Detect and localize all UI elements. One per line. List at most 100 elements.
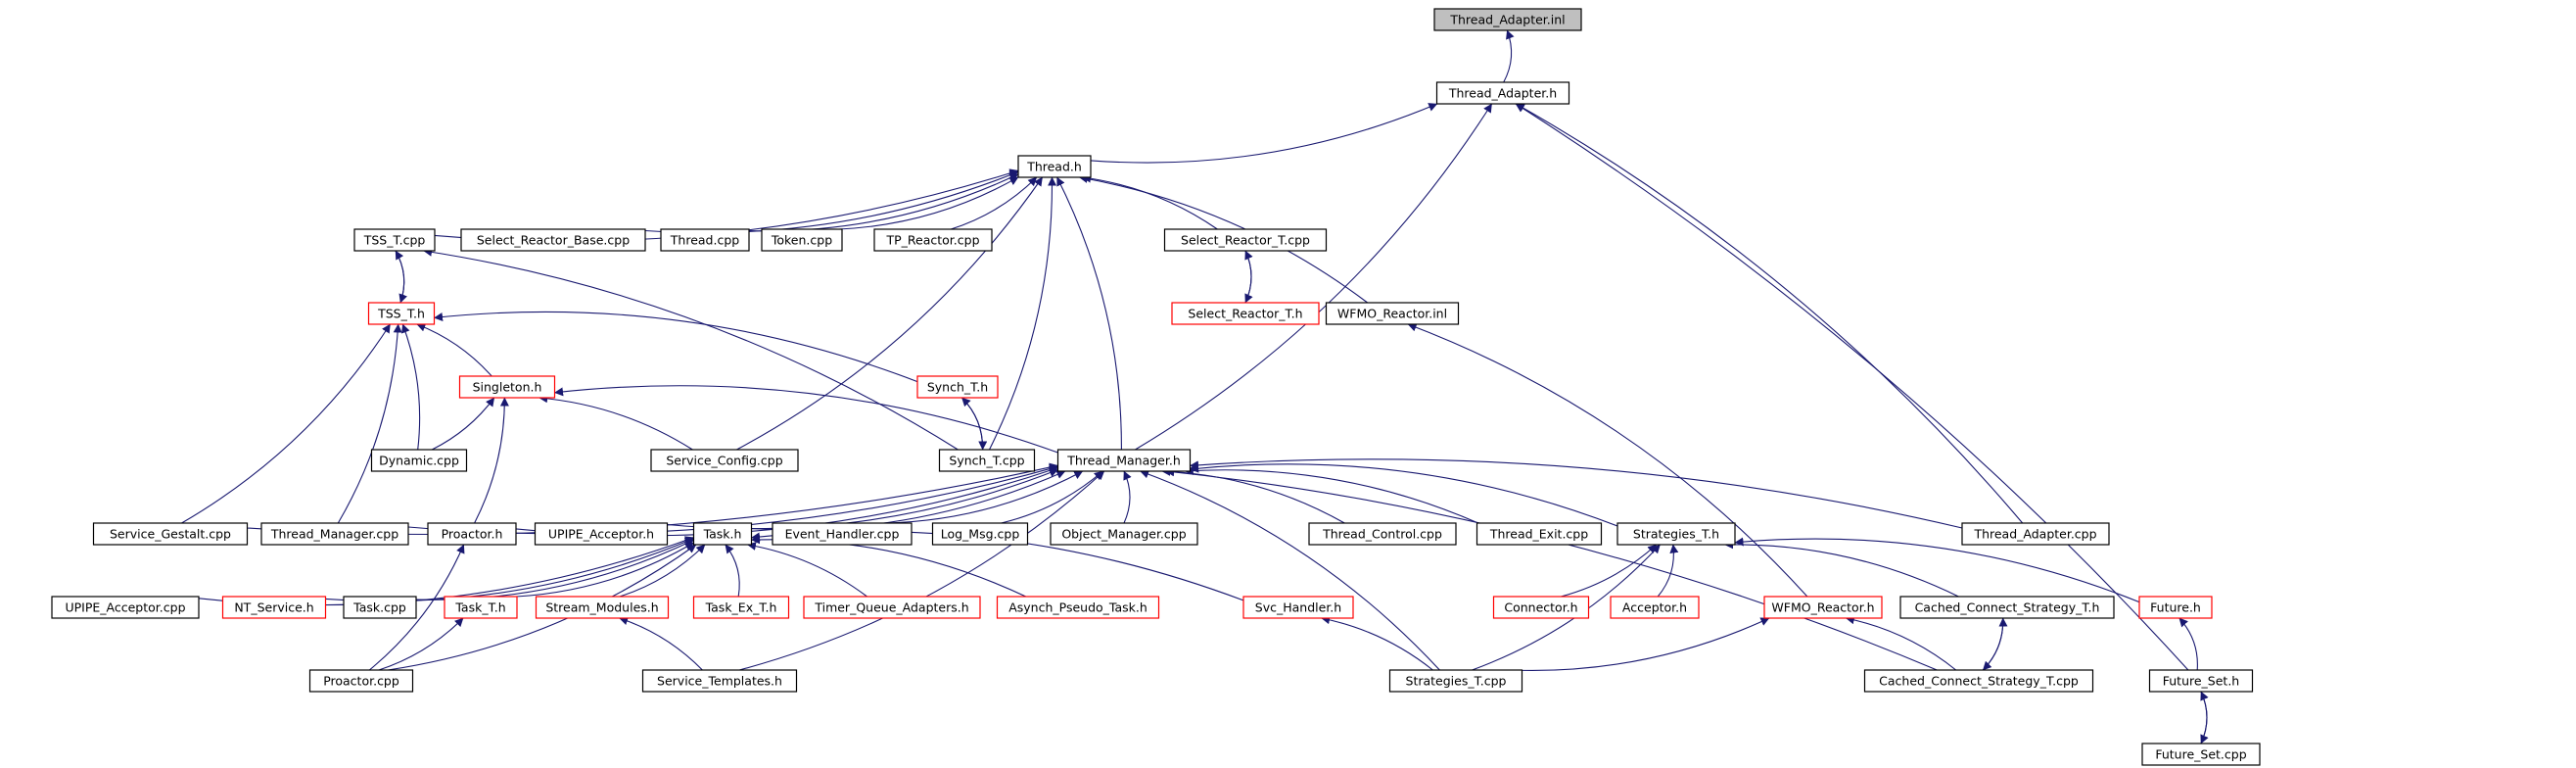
node-select-reactor-base-cpp[interactable]: Select_Reactor_Base.cpp	[460, 228, 646, 252]
node-cached-connect-strategy-t-h[interactable]: Cached_Connect_Strategy_T.h	[1899, 596, 2115, 619]
node-box	[1492, 596, 1590, 619]
node-tss-t-cpp[interactable]: TSS_T.cpp	[353, 228, 436, 252]
node-dynamic-cpp[interactable]: Dynamic.cpp	[370, 449, 468, 472]
node-token-cpp[interactable]: Token.cpp	[761, 228, 843, 252]
node-box	[308, 669, 414, 693]
node-nt-service-h[interactable]: NT_Service.h	[221, 596, 327, 619]
node-task-cpp[interactable]: Task.cpp	[343, 596, 417, 619]
node-box	[353, 228, 436, 252]
node-box	[260, 522, 409, 546]
edge-task-cpp-to-task-h	[415, 539, 694, 600]
node-connector-h[interactable]: Connector.h	[1492, 596, 1590, 619]
node-future-set-cpp[interactable]: Future_Set.cpp	[2141, 743, 2261, 766]
node-label: TSS_T.h	[377, 307, 425, 321]
node-strategies-t-h[interactable]: Strategies_T.h	[1616, 522, 1736, 546]
node-future-set-h[interactable]: Future_Set.h	[2148, 669, 2254, 693]
node-proactor-h[interactable]: Proactor.h	[427, 522, 517, 546]
node-select-reactor-t-cpp[interactable]: Select_Reactor_T.cpp	[1163, 228, 1328, 252]
node-select-reactor-t-h[interactable]: Select_Reactor_T.h	[1171, 302, 1320, 325]
node-box	[1433, 8, 1582, 31]
edge-service-config-cpp-to-singleton-h	[539, 394, 693, 451]
dependency-edge	[746, 542, 867, 598]
edge-future-set-h-to-future-set-cpp	[2200, 691, 2209, 744]
edge-service-templates-h-to-thread-manager-h	[739, 470, 1105, 671]
edge-thread-manager-h-to-singleton-h	[554, 385, 1058, 454]
edge-thread-manager-h-to-thread-h	[1056, 176, 1122, 451]
node-object-manager-cpp[interactable]: Object_Manager.cpp	[1050, 522, 1198, 546]
node-timer-queue-adapters-h[interactable]: Timer_Queue_Adapters.h	[803, 596, 981, 619]
dependency-edge	[415, 539, 694, 600]
node-box	[1388, 669, 1523, 693]
node-task-t-h[interactable]: Task_T.h	[444, 596, 518, 619]
dependency-edge	[1734, 537, 2140, 603]
edge-strategies-t-cpp-to-thread-manager-h	[1140, 469, 1440, 671]
edge-singleton-h-to-tss-t-h	[416, 322, 492, 377]
node-box	[458, 375, 556, 399]
nodes-layer: Thread_Adapter.inlThread_Adapter.hThread…	[51, 8, 2261, 766]
node-thread-adapter-inl[interactable]: Thread_Adapter.inl	[1433, 8, 1582, 31]
edge-select-reactor-t-cpp-to-select-reactor-t-h	[1244, 250, 1253, 304]
node-cached-connect-strategy-t-cpp[interactable]: Cached_Connect_Strategy_T.cpp	[1863, 669, 2094, 693]
node-box	[534, 522, 669, 546]
node-service-templates-h[interactable]: Service_Templates.h	[641, 669, 798, 693]
dependency-edge	[198, 536, 694, 606]
node-tss-t-h[interactable]: TSS_T.h	[367, 302, 436, 325]
node-service-gestalt-cpp[interactable]: Service_Gestalt.cpp	[92, 522, 249, 546]
node-task-h[interactable]: Task.h	[692, 522, 753, 546]
node-thread-cpp[interactable]: Thread.cpp	[660, 228, 750, 252]
node-thread-exit-cpp[interactable]: Thread_Exit.cpp	[1475, 522, 1603, 546]
node-label: Task.cpp	[352, 600, 406, 615]
node-strategies-t-cpp[interactable]: Strategies_T.cpp	[1388, 669, 1523, 693]
edge-proactor-h-to-singleton-h	[474, 397, 509, 524]
node-event-handler-cpp[interactable]: Event_Handler.cpp	[772, 522, 913, 546]
node-task-ex-t-h[interactable]: Task_Ex_T.h	[692, 596, 790, 619]
node-synch-t-h[interactable]: Synch_T.h	[916, 375, 999, 399]
node-box	[761, 228, 843, 252]
node-svc-handler-h[interactable]: Svc_Handler.h	[1242, 596, 1354, 619]
node-label: TSS_T.cpp	[363, 233, 426, 248]
node-tp-reactor-cpp[interactable]: TP_Reactor.cpp	[873, 228, 993, 252]
node-thread-h[interactable]: Thread.h	[1017, 155, 1092, 178]
node-label: Svc_Handler.h	[1255, 600, 1341, 615]
node-thread-manager-cpp[interactable]: Thread_Manager.cpp	[260, 522, 409, 546]
node-service-config-cpp[interactable]: Service_Config.cpp	[650, 449, 799, 472]
node-thread-adapter-h[interactable]: Thread_Adapter.h	[1435, 81, 1570, 105]
node-asynch-pseudo-task-h[interactable]: Asynch_Pseudo_Task.h	[996, 596, 1160, 619]
node-label: Acceptor.h	[1622, 600, 1687, 615]
dependency-edge	[1845, 615, 1957, 671]
node-thread-control-cpp[interactable]: Thread_Control.cpp	[1308, 522, 1457, 546]
edge-future-set-h-to-thread-adapter-h	[1515, 103, 2189, 671]
node-box	[1171, 302, 1320, 325]
node-box	[650, 449, 799, 472]
node-future-h[interactable]: Future.h	[2138, 596, 2213, 619]
dependency-edge	[1190, 458, 1963, 529]
node-label: Thread.h	[1026, 160, 1082, 174]
node-box	[1308, 522, 1457, 546]
node-wfmo-reactor-h[interactable]: WFMO_Reactor.h	[1763, 596, 1883, 619]
node-thread-adapter-cpp[interactable]: Thread_Adapter.cpp	[1961, 522, 2110, 546]
dependency-edge	[1982, 617, 2004, 671]
dependency-edge	[951, 176, 1038, 230]
dependency-edge	[423, 247, 959, 451]
node-thread-manager-h[interactable]: Thread_Manager.h	[1056, 449, 1192, 472]
node-upipe-acceptor-h[interactable]: UPIPE_Acceptor.h	[534, 522, 669, 546]
node-upipe-acceptor-cpp[interactable]: UPIPE_Acceptor.cpp	[51, 596, 200, 619]
node-box	[692, 596, 790, 619]
node-synch-t-cpp[interactable]: Synch_T.cpp	[938, 449, 1036, 472]
node-stream-modules-h[interactable]: Stream_Modules.h	[535, 596, 670, 619]
dependency-edge	[838, 176, 1019, 230]
edge-future-h-to-strategies-t-h	[1734, 537, 2140, 603]
node-wfmo-reactor-inl[interactable]: WFMO_Reactor.inl	[1325, 302, 1460, 325]
node-log-msg-cpp[interactable]: Log_Msg.cpp	[931, 522, 1029, 546]
node-singleton-h[interactable]: Singleton.h	[458, 375, 556, 399]
dependency-edge	[516, 542, 694, 598]
dependency-edge	[739, 470, 1105, 671]
node-box	[1017, 155, 1092, 178]
dependency-edge	[378, 617, 464, 671]
dependency-edge	[431, 397, 495, 451]
node-acceptor-h[interactable]: Acceptor.h	[1610, 596, 1700, 619]
node-label: Select_Reactor_Base.cpp	[477, 233, 630, 248]
node-label: Future_Set.h	[2163, 674, 2239, 689]
node-box	[692, 522, 753, 546]
node-proactor-cpp[interactable]: Proactor.cpp	[308, 669, 414, 693]
